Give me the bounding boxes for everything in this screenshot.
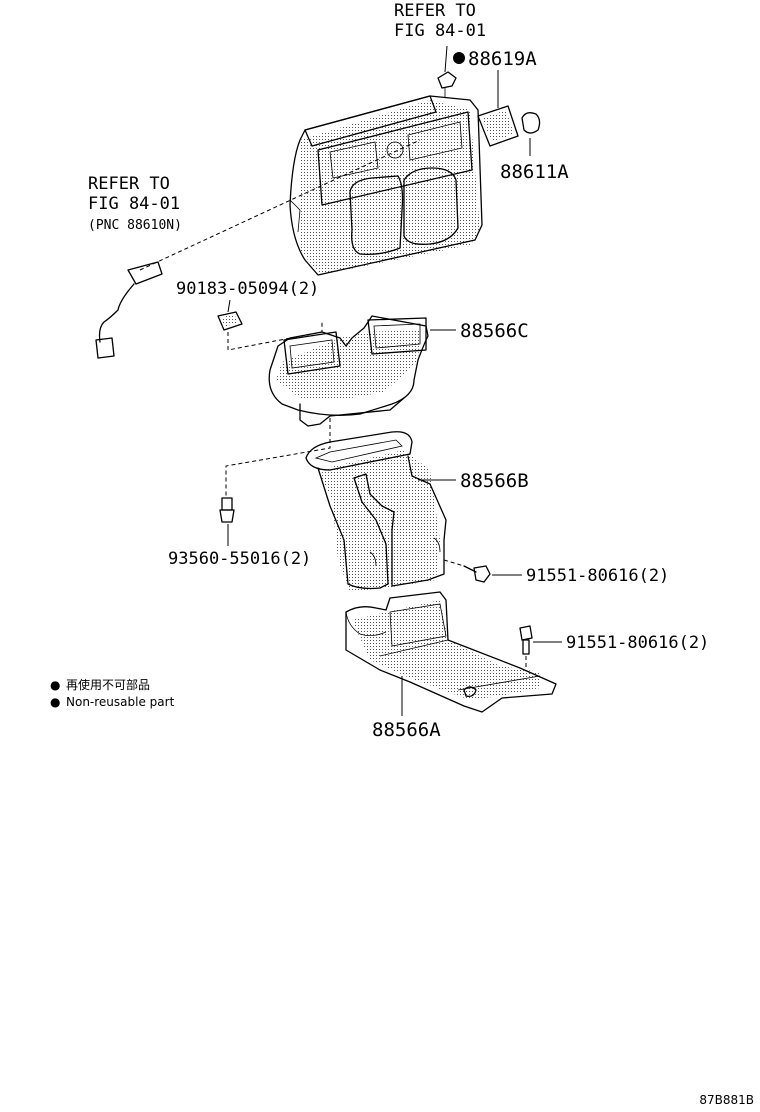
sensor-harness-drawing	[95, 261, 163, 359]
clip-90183-drawing	[217, 311, 243, 331]
refer-top-line2: FIG 84-01	[394, 21, 486, 41]
bolt-91551-b-drawing	[519, 625, 533, 655]
duct-88566b-drawing	[305, 431, 447, 592]
leader-lines	[139, 45, 562, 716]
duct-88566c-drawing	[268, 315, 429, 427]
duct-88566a-drawing	[345, 591, 557, 713]
panel-88611a-drawing	[477, 105, 541, 147]
console-panel-drawing	[289, 95, 483, 276]
part-88566b-label: 88566B	[460, 470, 529, 492]
part-91551-b-label: 91551-80616(2)	[566, 633, 709, 653]
part-88566a-label: 88566A	[372, 719, 441, 741]
refer-left-line1: REFER TO	[88, 174, 170, 194]
non-reusable-bullet-icon	[453, 52, 465, 64]
bolt-91551-a-drawing	[463, 565, 491, 583]
part-88619a-label: 88619A	[468, 48, 537, 70]
legend-bullet-2: ●	[50, 695, 60, 709]
refer-top-line1: REFER TO	[394, 1, 476, 21]
clip-88619a-drawing	[437, 71, 457, 98]
part-88566c-label: 88566C	[460, 320, 529, 342]
refer-left-line2: FIG 84-01	[88, 194, 180, 214]
fastener-93560-drawing	[219, 497, 235, 523]
figure-code: 87B881B	[699, 1093, 754, 1107]
legend: ● 再使用不可部品 ● Non-reusable part	[50, 677, 175, 709]
part-91551-a-label: 91551-80616(2)	[526, 566, 669, 586]
legend-line-english: Non-reusable part	[66, 695, 175, 709]
legend-line-japanese: 再使用不可部品	[66, 677, 150, 692]
legend-bullet-1: ●	[50, 678, 60, 692]
part-88611a-label: 88611A	[500, 161, 569, 183]
refer-left-line3: (PNC 88610N)	[88, 218, 182, 233]
part-90183-label: 90183-05094(2)	[176, 279, 319, 299]
part-93560-label: 93560-55016(2)	[168, 549, 311, 569]
